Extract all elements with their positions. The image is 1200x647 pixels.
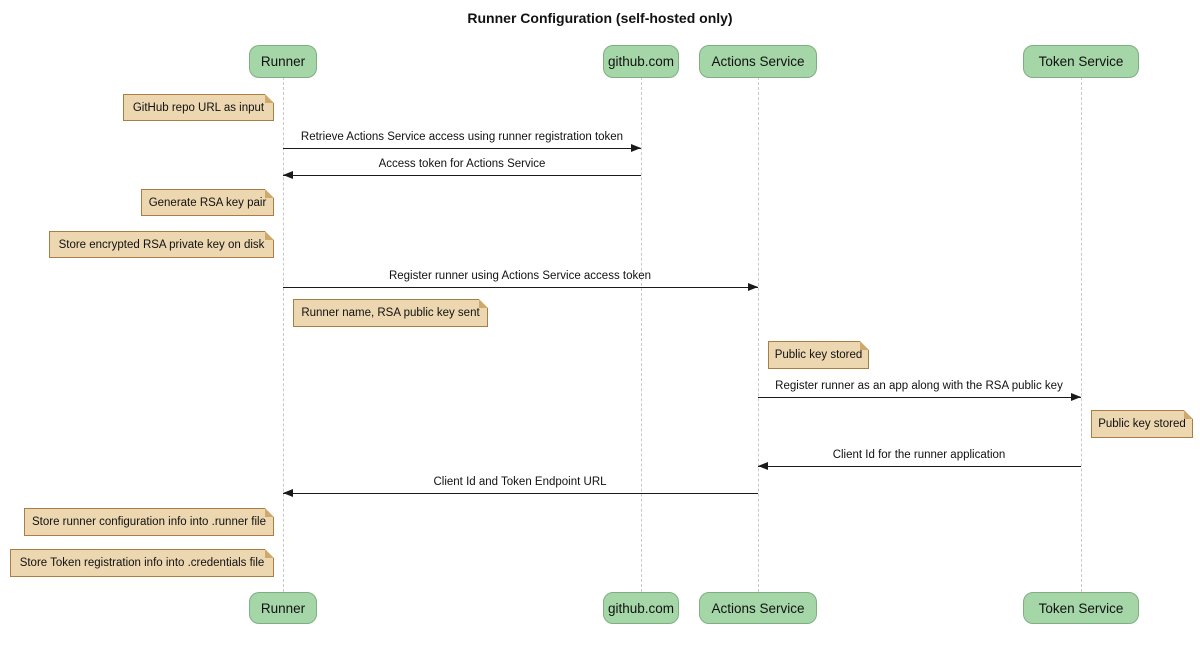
arrowhead-right-icon bbox=[1071, 393, 1081, 401]
actor-runner-bottom: Runner bbox=[249, 592, 317, 624]
note-store-private-key: Store encrypted RSA private key on disk bbox=[49, 231, 274, 258]
actor-actions-service-bottom: Actions Service bbox=[699, 592, 817, 624]
actor-github-bottom: github.com bbox=[603, 592, 679, 624]
lifeline-github bbox=[641, 77, 642, 592]
diagram-title: Runner Configuration (self-hosted only) bbox=[467, 10, 733, 26]
note-store-credentials-file: Store Token registration info into .cred… bbox=[10, 549, 274, 577]
lifeline-token-service bbox=[1081, 77, 1082, 592]
message-label-register-app: Register runner as an app along with the… bbox=[775, 380, 1063, 392]
note-store-runner-file: Store runner configuration info into .ru… bbox=[24, 508, 274, 536]
arrowhead-left-icon bbox=[758, 462, 768, 470]
arrowhead-left-icon bbox=[283, 171, 293, 179]
actor-token-service-top: Token Service bbox=[1023, 45, 1139, 78]
note-runner-name-sent: Runner name, RSA public key sent bbox=[293, 299, 488, 327]
message-label-client-id: Client Id for the runner application bbox=[832, 449, 1006, 461]
message-label-register-runner: Register runner using Actions Service ac… bbox=[388, 270, 652, 282]
note-public-key-stored-actions: Public key stored bbox=[768, 341, 869, 369]
lifeline-actions-service bbox=[758, 77, 759, 592]
actor-github-top: github.com bbox=[603, 45, 679, 78]
message-line-client-id-endpoint bbox=[283, 493, 758, 494]
message-label-retrieve-access: Retrieve Actions Service access using ru… bbox=[300, 131, 624, 143]
arrowhead-left-icon bbox=[283, 489, 293, 497]
message-line-retrieve-access bbox=[283, 148, 641, 149]
message-line-client-id bbox=[758, 466, 1081, 467]
actor-actions-service-top: Actions Service bbox=[699, 45, 817, 78]
message-label-access-token: Access token for Actions Service bbox=[378, 158, 546, 170]
arrowhead-right-icon bbox=[748, 283, 758, 291]
actor-token-service-bottom: Token Service bbox=[1023, 592, 1139, 624]
note-github-repo-url: GitHub repo URL as input bbox=[123, 94, 274, 121]
note-public-key-stored-token: Public key stored bbox=[1091, 410, 1193, 438]
message-line-register-runner bbox=[283, 287, 758, 288]
arrowhead-right-icon bbox=[631, 144, 641, 152]
note-generate-rsa: Generate RSA key pair bbox=[141, 189, 274, 216]
lifeline-runner bbox=[283, 77, 284, 592]
actor-runner-top: Runner bbox=[249, 45, 317, 78]
message-line-register-app bbox=[758, 397, 1081, 398]
message-line-access-token bbox=[283, 175, 641, 176]
message-label-client-id-endpoint: Client Id and Token Endpoint URL bbox=[433, 476, 607, 488]
